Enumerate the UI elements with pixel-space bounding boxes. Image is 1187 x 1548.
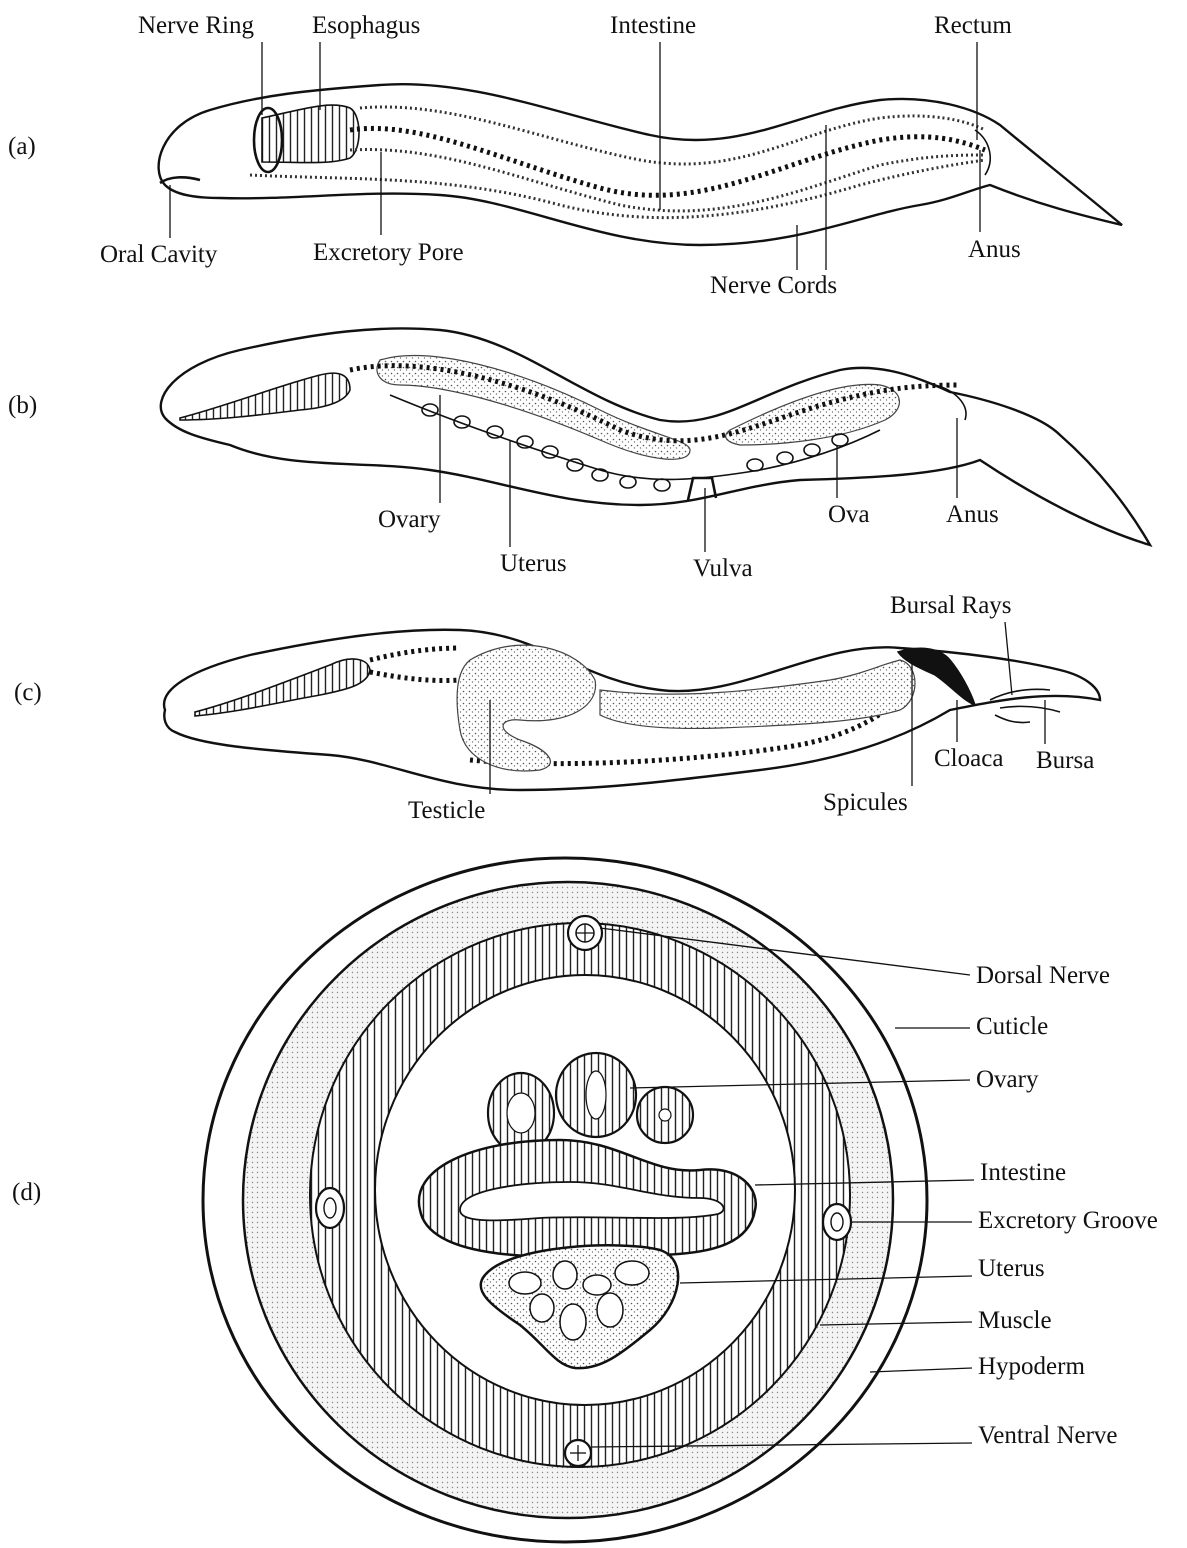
label-dorsal-nerve: Dorsal Nerve <box>976 962 1110 989</box>
panel-d: (d) <box>12 858 1158 1542</box>
label-vulva: Vulva <box>693 555 753 582</box>
label-ova: Ova <box>828 501 870 528</box>
label-excretory-pore: Excretory Pore <box>313 239 464 266</box>
label-spicules: Spicules <box>823 789 908 816</box>
label-excretory-groove: Excretory Groove <box>978 1207 1158 1234</box>
panel-c: (c) Bursal Rays Cloaca Bursa Spicules Te… <box>14 592 1100 824</box>
leader-hypoderm <box>870 1368 972 1372</box>
label-cuticle: Cuticle <box>976 1013 1048 1040</box>
label-hypoderm: Hypoderm <box>978 1353 1085 1380</box>
ventral-nerve <box>565 1440 591 1466</box>
label-bursal-rays: Bursal Rays <box>890 592 1012 619</box>
label-ovary-b: Ovary <box>378 506 441 533</box>
panel-c-tag: (c) <box>14 679 42 706</box>
label-esophagus: Esophagus <box>312 12 420 39</box>
label-ovary-d: Ovary <box>976 1066 1039 1093</box>
label-anus-a: Anus <box>968 236 1021 263</box>
excretory-groove-right <box>823 1204 851 1240</box>
label-intestine-d: Intestine <box>980 1159 1066 1186</box>
panel-d-tag: (d) <box>12 1179 41 1206</box>
panel-b-tag: (b) <box>8 392 37 419</box>
excretory-groove-left <box>316 1188 344 1228</box>
label-anus-b: Anus <box>946 501 999 528</box>
label-intestine-a: Intestine <box>610 12 696 39</box>
dorsal-nerve <box>568 916 602 950</box>
panel-a-tag: (a) <box>8 133 36 160</box>
label-uterus-d: Uterus <box>978 1255 1045 1282</box>
label-ventral-nerve: Ventral Nerve <box>978 1422 1118 1449</box>
label-muscle: Muscle <box>978 1307 1052 1334</box>
label-uterus-b: Uterus <box>500 550 567 577</box>
label-testicle: Testicle <box>408 797 485 824</box>
panel-b: (b) Ovary <box>8 328 1150 582</box>
label-nerve-ring: Nerve Ring <box>138 12 254 39</box>
label-nerve-cords: Nerve Cords <box>710 272 837 299</box>
label-cloaca: Cloaca <box>934 745 1003 772</box>
label-oral-cavity: Oral Cavity <box>100 241 218 268</box>
label-rectum: Rectum <box>934 12 1012 39</box>
label-bursa: Bursa <box>1036 747 1094 774</box>
panel-a: (a) Nerve Ring Esophagus Intestine Rectu… <box>8 12 1122 299</box>
